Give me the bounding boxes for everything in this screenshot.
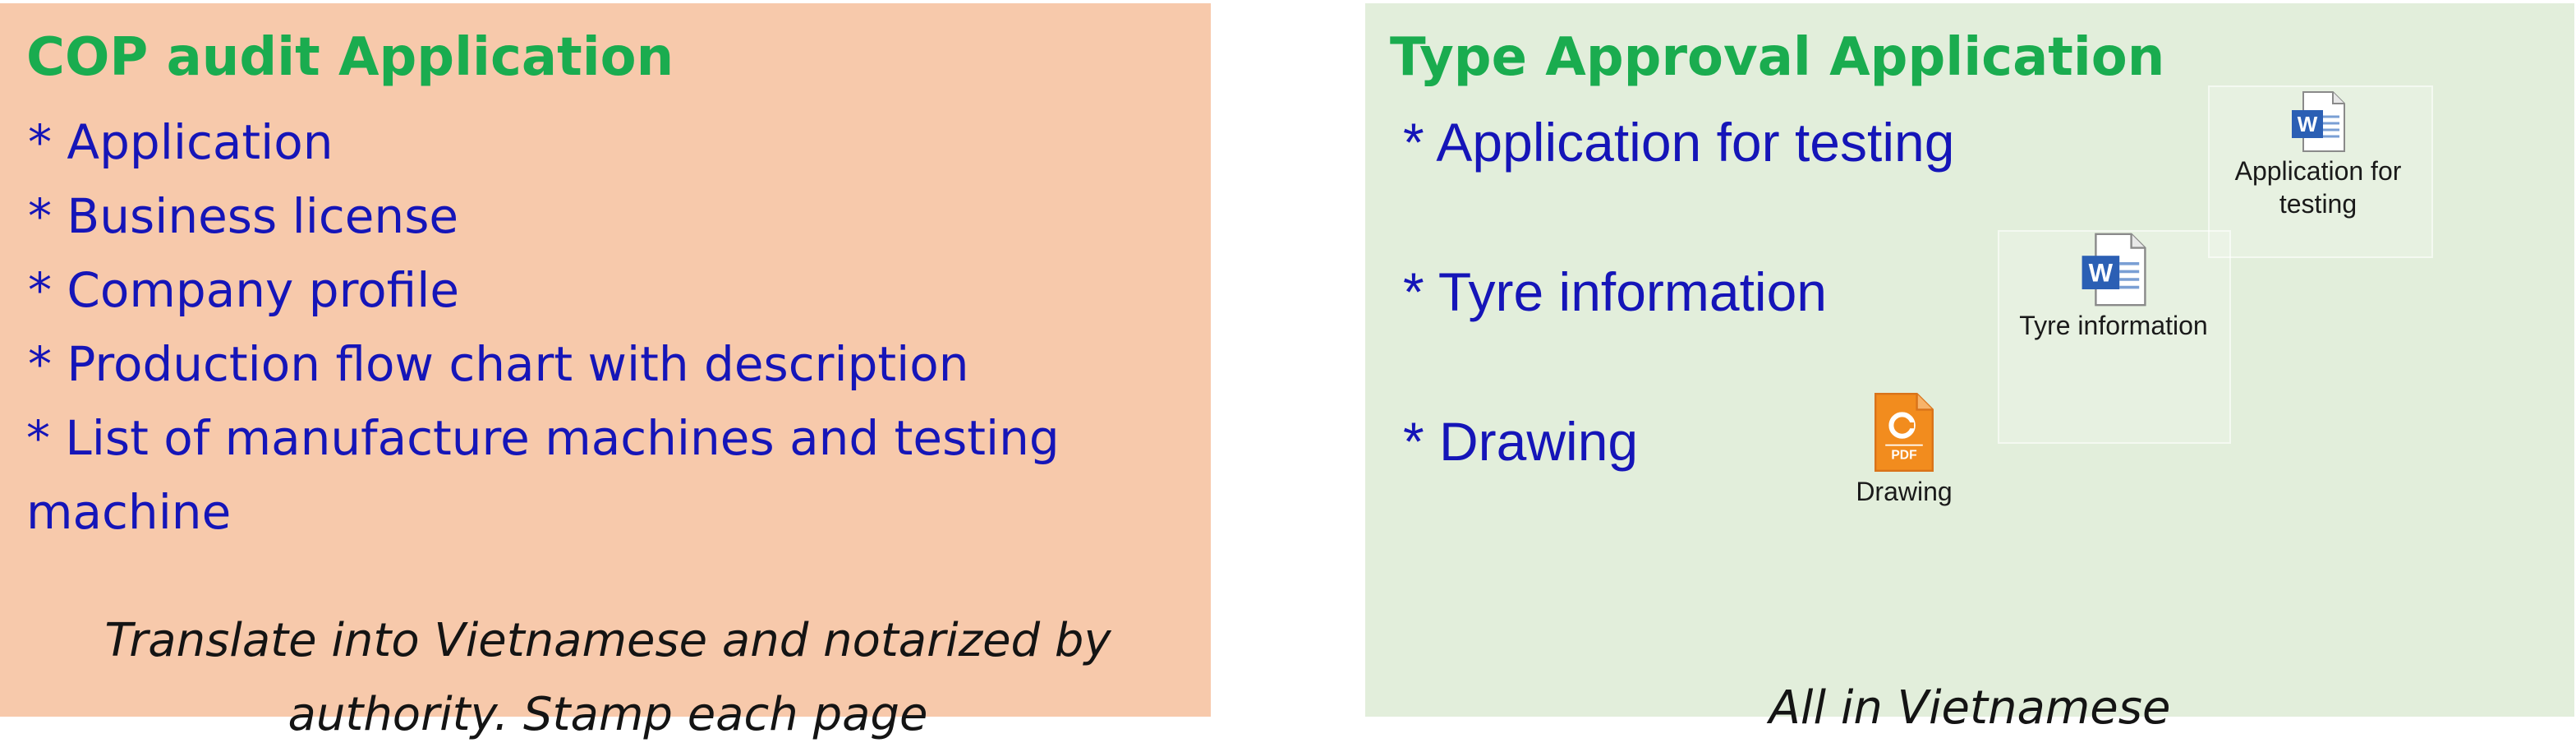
type-approval-panel: Type Approval Application * Application … xyxy=(1365,3,2574,735)
word-document-icon: W xyxy=(2082,233,2146,307)
svg-text:W: W xyxy=(2089,258,2114,287)
vietnamese-note: All in Vietnamese xyxy=(1769,681,2171,735)
cop-item-machine-list: * List of manufacture machines and testi… xyxy=(26,410,1060,540)
ta-item-application-for-testing: * Application for testing xyxy=(1403,112,1955,173)
cop-audit-title: COP audit Application xyxy=(26,27,674,88)
attachment-label: Application for testing xyxy=(2234,156,2402,219)
attachment-application-for-testing[interactable]: W Application for testing xyxy=(2211,89,2425,220)
ta-item-drawing: * Drawing xyxy=(1403,411,1639,472)
cop-audit-panel: COP audit Application * Application * Bu… xyxy=(0,3,1211,741)
ta-item-tyre-information: * Tyre information xyxy=(1403,261,1828,322)
attachment-label: Tyre information xyxy=(2019,311,2208,340)
cop-audit-list: * Application * Business license * Compa… xyxy=(26,105,1194,549)
type-approval-title: Type Approval Application xyxy=(1390,27,2165,88)
attachment-tyre-information[interactable]: W Tyre information xyxy=(1994,230,2233,342)
pdf-document-icon: PDF xyxy=(1874,393,1934,472)
svg-text:W: W xyxy=(2298,112,2318,136)
cop-item-business-license: * Business license xyxy=(28,188,459,244)
cop-item-company-profile: * Company profile xyxy=(28,262,460,318)
cop-translation-note: Translate into Vietnamese and notarized … xyxy=(104,614,1111,741)
attachment-label: Drawing xyxy=(1856,477,1953,506)
cop-item-production-flow-chart: * Production flow chart with description xyxy=(28,336,969,392)
attachment-drawing[interactable]: PDF Drawing xyxy=(1830,390,1978,508)
cop-item-application: * Application xyxy=(28,114,334,170)
svg-text:PDF: PDF xyxy=(1891,448,1916,462)
word-document-icon: W xyxy=(2292,91,2345,152)
